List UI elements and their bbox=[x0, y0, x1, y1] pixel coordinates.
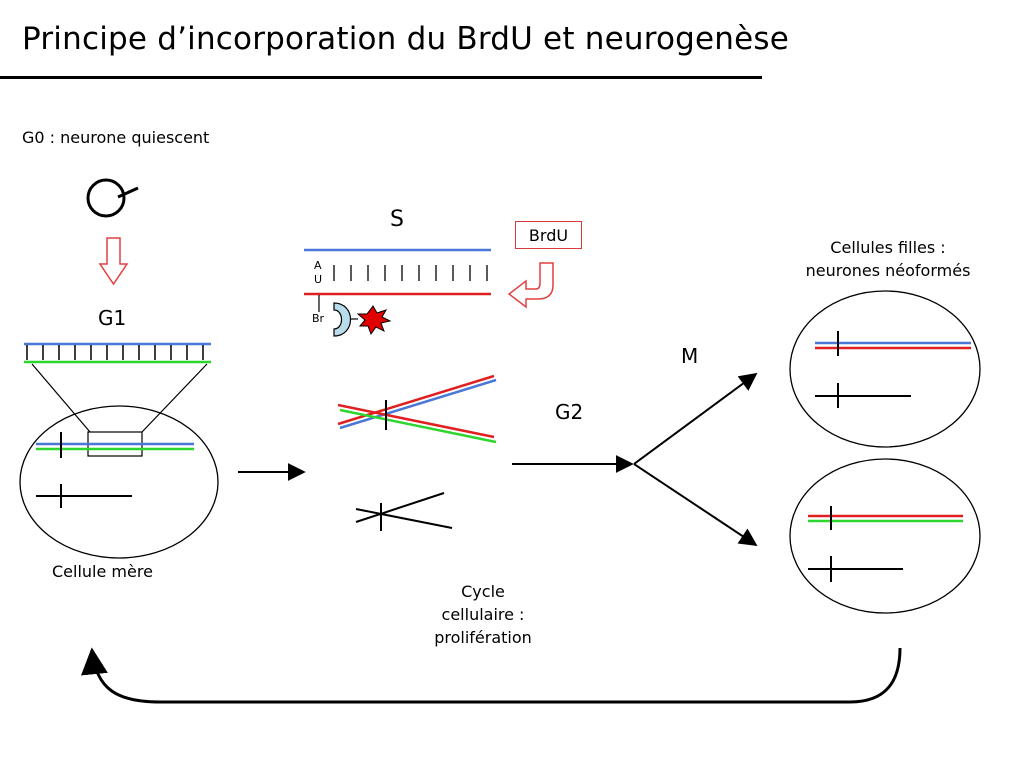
mother-cell-label: Cellule mère bbox=[52, 562, 153, 581]
g2-colored-chromosome bbox=[337, 374, 497, 444]
brdu-label: BrdU bbox=[528, 225, 569, 245]
br-label: Br bbox=[312, 312, 325, 325]
g1-phase-label: G1 bbox=[98, 306, 127, 330]
daughter-cell-1 bbox=[789, 290, 981, 448]
s-phase-replication bbox=[304, 248, 491, 312]
brdu-box: BrdU bbox=[515, 221, 582, 249]
cell-cycle-line-1: Cycle bbox=[461, 582, 505, 601]
down-arrow-icon bbox=[98, 237, 129, 286]
base-u-label: U bbox=[314, 273, 323, 286]
cell-cycle-line-3: prolifération bbox=[434, 628, 532, 647]
cell-cycle-label: Cycle cellulaire : prolifération bbox=[408, 580, 558, 649]
page-title: Principe d’incorporation du BrdU et neur… bbox=[22, 21, 790, 57]
g2-black-chromosome bbox=[355, 492, 453, 531]
title-underline bbox=[0, 76, 762, 79]
daughter-cells-label: Cellules filles : neurones néoformés bbox=[778, 236, 998, 282]
return-cycle-arrow bbox=[80, 647, 902, 704]
daughter-cells-line-1: Cellules filles : bbox=[830, 238, 946, 257]
mother-cell bbox=[19, 405, 219, 559]
g2-phase-label: G2 bbox=[555, 400, 584, 424]
daughter-cells-line-2: neurones néoformés bbox=[805, 261, 971, 280]
base-a-label: A bbox=[314, 259, 322, 272]
antibody-icon bbox=[333, 302, 351, 337]
s-phase-label: S bbox=[390, 207, 404, 232]
m-phase-label: M bbox=[681, 344, 699, 368]
cell-cycle-line-2: cellulaire : bbox=[441, 605, 525, 624]
g0-label: G0 : neurone quiescent bbox=[22, 128, 210, 147]
g1-dna-strands bbox=[24, 342, 211, 364]
quiescent-neuron bbox=[86, 178, 139, 218]
marker-burst-icon bbox=[356, 305, 392, 336]
daughter-cell-2 bbox=[789, 458, 981, 614]
curved-arrow-icon bbox=[507, 262, 554, 309]
